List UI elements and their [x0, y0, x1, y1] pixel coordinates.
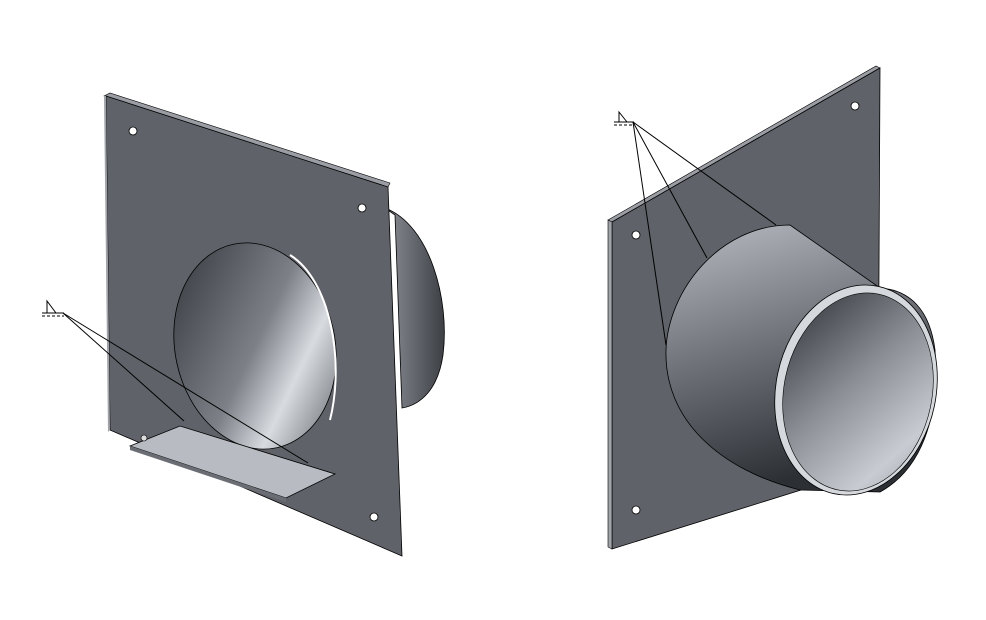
weld-symbol — [42, 299, 309, 464]
leader-line — [632, 121, 708, 259]
bracket-bar — [128, 425, 337, 499]
sleeve-behind-plate — [384, 207, 445, 409]
mounting-hole — [140, 434, 148, 442]
mounting-hole — [357, 203, 367, 213]
bracket-bar-edge — [130, 446, 286, 502]
right-view — [607, 65, 938, 550]
weld-symbol — [614, 110, 777, 346]
plate-opening — [173, 242, 337, 450]
mounting-hole — [128, 126, 138, 136]
leader-line — [632, 121, 667, 346]
mounting-hole — [631, 505, 641, 515]
plate-side-edge — [104, 96, 110, 432]
opening-far-rim — [289, 254, 337, 421]
mounting-hole — [850, 101, 860, 111]
plate-side-edge — [607, 219, 613, 550]
leader-line — [62, 312, 185, 422]
leader-line — [632, 121, 777, 226]
mounting-hole — [631, 230, 641, 240]
mounting-hole — [369, 512, 379, 522]
tube-opening — [782, 292, 934, 492]
leader-line — [62, 312, 309, 464]
left-view — [42, 92, 445, 557]
